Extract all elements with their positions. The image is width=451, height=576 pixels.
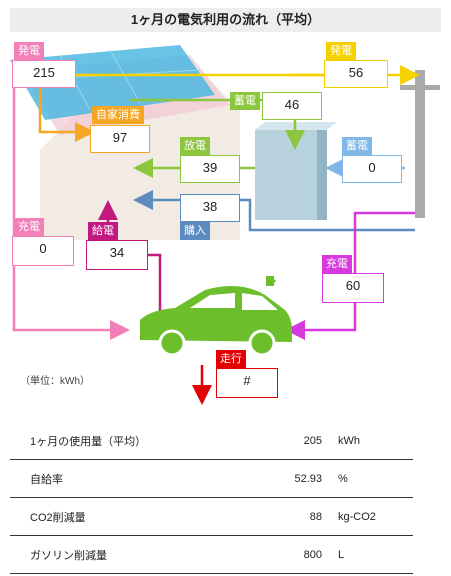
discharge-value: 39 bbox=[180, 155, 240, 183]
storage-grid-label: 蓄電 bbox=[342, 137, 372, 155]
stat-unit: L bbox=[330, 535, 413, 574]
stat-value: 800 bbox=[211, 535, 330, 574]
table-row: CO2削減量 88 kg-CO2 bbox=[10, 497, 413, 536]
car-charge-right-value: 60 bbox=[322, 273, 384, 303]
supply-value: 34 bbox=[86, 240, 148, 270]
stats-table: 1ヶ月の使用量（平均） 205 kWh 自給率 52.93 % CO2削減量 8… bbox=[10, 422, 413, 574]
page-title: 1ヶ月の電気利用の流れ（平均） bbox=[10, 8, 441, 32]
table-row: 1ヶ月の使用量（平均） 205 kWh bbox=[10, 422, 413, 460]
stat-label: ガソリン削減量 bbox=[10, 535, 211, 574]
utility-pole-icon bbox=[415, 70, 425, 218]
electric-car-icon bbox=[140, 276, 292, 357]
stat-value: 88 bbox=[211, 497, 330, 536]
discharge-label: 放電 bbox=[180, 137, 210, 155]
charge-storage-value: 46 bbox=[262, 92, 322, 120]
sell-generation-value: 56 bbox=[324, 60, 388, 88]
stat-value: 52.93 bbox=[211, 459, 330, 498]
generation-label: 発電 bbox=[14, 42, 44, 60]
storage-battery-icon bbox=[255, 130, 317, 220]
purchase-label: 購入 bbox=[180, 222, 210, 240]
stat-unit: kWh bbox=[330, 422, 413, 460]
storage-grid-value: 0 bbox=[342, 155, 402, 183]
car-charge-right-label: 充電 bbox=[322, 255, 352, 273]
stat-value: 205 bbox=[211, 422, 330, 460]
table-row: 自給率 52.93 % bbox=[10, 459, 413, 498]
purchase-value: 38 bbox=[180, 194, 240, 222]
generation-value: 215 bbox=[12, 60, 76, 88]
unit-note: （単位：kWh） bbox=[20, 376, 90, 387]
self-consumption-label: 自家消費 bbox=[92, 106, 144, 124]
car-charge-left-value: 0 bbox=[12, 236, 74, 266]
supply-label: 給電 bbox=[88, 222, 118, 240]
self-consumption-value: 97 bbox=[90, 125, 150, 153]
table-row: ガソリン削減量 800 L bbox=[10, 535, 413, 574]
charge-storage-label: 蓄電 bbox=[230, 92, 260, 110]
stat-label: 1ヶ月の使用量（平均） bbox=[10, 422, 211, 460]
car-charge-left-label: 充電 bbox=[14, 218, 44, 236]
stat-unit: % bbox=[330, 459, 413, 498]
stat-unit: kg-CO2 bbox=[330, 497, 413, 536]
driving-value: # bbox=[216, 368, 278, 398]
sell-generation-label: 発電 bbox=[326, 42, 356, 60]
stat-label: CO2削減量 bbox=[10, 497, 211, 536]
driving-label: 走行 bbox=[216, 350, 246, 368]
stat-label: 自給率 bbox=[10, 459, 211, 498]
